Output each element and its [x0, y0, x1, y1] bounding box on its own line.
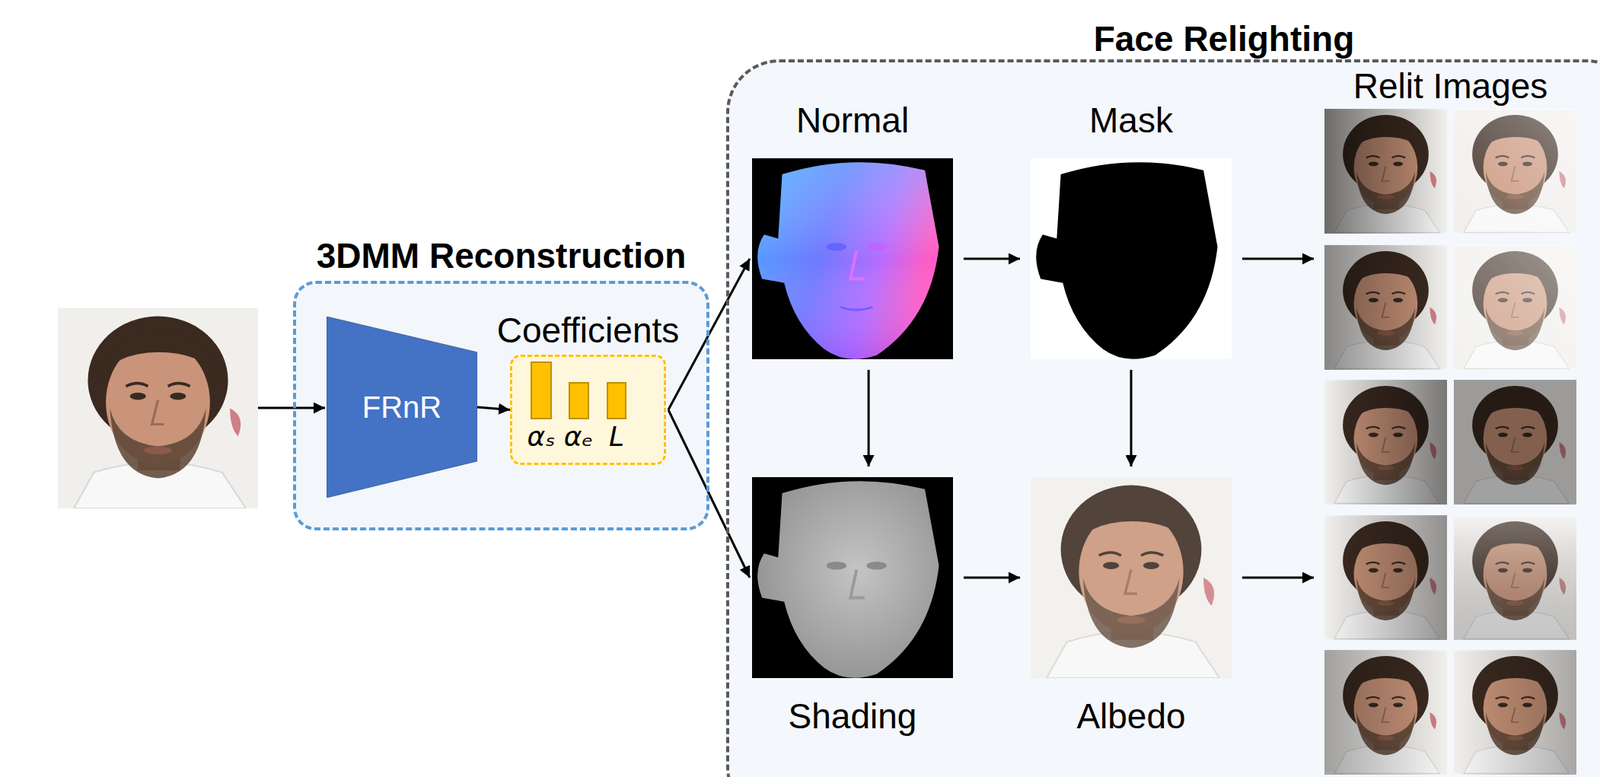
flow-arrow: [963, 258, 1020, 261]
panel-label: Shading: [788, 696, 918, 737]
illustration-part: [752, 158, 953, 360]
coefficient-box: CoefficientsαₛαₑL: [509, 354, 667, 466]
flow-arrow: [1130, 369, 1133, 467]
illustration-part: [1030, 477, 1232, 679]
illustration-part: [1324, 108, 1448, 234]
panel-label: Relit Images: [1353, 66, 1549, 107]
illustration-part: [757, 481, 939, 679]
image-panel: Shading: [752, 477, 953, 679]
shading-image: [752, 477, 953, 679]
group-box: 3DMM Reconstruction FRnR Coefficientsαₛα…: [293, 280, 710, 531]
illustration-part: [850, 250, 864, 279]
coefficient-symbol: αₛ: [526, 420, 555, 453]
illustration-part: [1453, 650, 1577, 775]
network-name: FRnR: [326, 389, 478, 425]
illustration-part: [826, 242, 847, 252]
group-box: Face Relighting Normal Mask Shading Albe…: [726, 59, 1600, 777]
panel-label: Albedo: [1076, 696, 1186, 737]
illustration-part: [1453, 108, 1577, 234]
illustration-part: [1324, 245, 1448, 370]
albedo-image: [1030, 477, 1232, 679]
coefficient-symbol: L: [608, 420, 625, 453]
illustration-part: [866, 561, 887, 571]
flow-arrow: [963, 576, 1020, 580]
flow-arrow: [1242, 258, 1314, 261]
illustration-part: [850, 569, 864, 598]
flow-arrow: [867, 369, 871, 467]
coefficient-label: Coefficients: [497, 310, 680, 351]
illustration-part: [1030, 477, 1232, 679]
group-title: 3DMM Reconstruction: [296, 235, 707, 277]
illustration-part: [1453, 515, 1577, 641]
mask-image: [1030, 158, 1232, 360]
illustration-part: [840, 306, 873, 310]
illustration-part: [1453, 245, 1577, 370]
network-block: FRnR: [326, 316, 478, 498]
panel-label: Normal: [796, 100, 909, 141]
image-panel: Albedo: [1030, 477, 1232, 679]
illustration-part: [1324, 515, 1448, 641]
image-grid: Relit Images: [1324, 108, 1577, 775]
relit-image-grid: [1324, 108, 1577, 775]
illustration-part: [326, 316, 478, 498]
illustration-part: [866, 242, 887, 252]
illustration-part: [757, 162, 939, 360]
illustration-part: [826, 561, 847, 571]
group-title: Face Relighting: [1093, 19, 1355, 60]
illustration-part: [752, 477, 953, 679]
image-panel: Normal: [752, 158, 953, 360]
normal-map-image: [752, 158, 953, 360]
illustration-part: [1030, 158, 1232, 360]
illustration-part: [1453, 379, 1577, 505]
illustration-part: [531, 362, 552, 419]
illustration-part: [1035, 162, 1218, 360]
group-fill: [293, 280, 710, 531]
flow-arrow: [1242, 576, 1314, 580]
illustration-part: [1324, 650, 1448, 775]
coefficient-symbol: αₑ: [564, 420, 594, 453]
group-fill: [726, 59, 1600, 777]
flow-arrow: [477, 407, 510, 411]
input-face-photo: [57, 308, 259, 509]
image-panel: Mask: [1030, 158, 1232, 360]
illustration-part: [569, 382, 589, 419]
illustration-part: [607, 382, 626, 419]
illustration-part: [1453, 245, 1577, 370]
illustration-part: [757, 162, 939, 360]
illustration-part: [1324, 379, 1448, 505]
input-arrow: [258, 407, 326, 410]
panel-label: Mask: [1089, 100, 1173, 141]
